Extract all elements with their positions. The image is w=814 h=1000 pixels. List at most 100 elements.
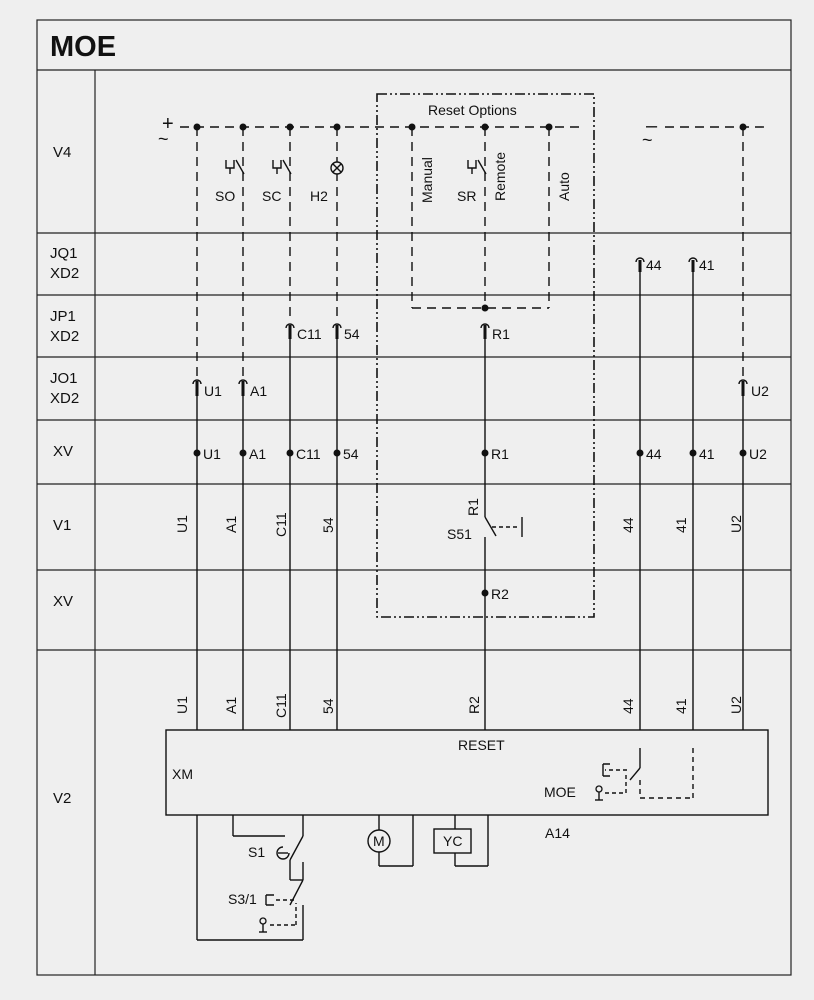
wire-label-v2-54: 54: [320, 698, 336, 714]
junction-dot: [408, 123, 416, 131]
wire-label-v2-41: 41: [673, 698, 689, 714]
internal-contact-icon: [602, 748, 694, 799]
terminal-jq1-44: 44: [646, 257, 662, 273]
terminal-xv-r2: R2: [491, 586, 509, 602]
key-lock-icon: [595, 785, 603, 801]
reset-options-box: [376, 93, 595, 618]
module-xm-label: XM: [172, 766, 193, 782]
label-sc: SC: [262, 188, 281, 204]
diagram-title: MOE: [50, 31, 116, 63]
terminal-xv-u2: U2: [749, 446, 767, 462]
label-s51: S51: [447, 526, 472, 542]
switch-s51-icon: [484, 516, 523, 537]
terminal-dot: [193, 449, 201, 457]
terminal-xv-r1: R1: [491, 446, 509, 462]
label-sr: SR: [457, 188, 476, 204]
wire-label-v1-41: 41: [673, 517, 689, 533]
label-s51-r1: R1: [465, 498, 481, 516]
terminal-xv-44: 44: [646, 446, 662, 462]
s3-1-switch-icon: [265, 894, 297, 926]
terminal-jo1-a1: A1: [250, 383, 267, 399]
terminal-jp1-54: 54: [344, 326, 360, 342]
junction-dot: [239, 123, 247, 131]
terminal-jq1-41: 41: [699, 257, 715, 273]
connector-jo1-a1-icon: [238, 379, 248, 396]
row-label-v2: V2: [53, 790, 71, 807]
wire-label-v1-44: 44: [620, 517, 636, 533]
junction-dot: [333, 123, 341, 131]
label-auto: Auto: [556, 172, 572, 201]
terminal-jp1-c11: C11: [297, 326, 322, 342]
terminal-dot: [739, 449, 747, 457]
wire-label-v1-u2: U2: [728, 515, 744, 533]
terminal-dot: [333, 449, 341, 457]
module-reset-label: RESET: [458, 737, 505, 753]
terminal-xv-41: 41: [699, 446, 715, 462]
connector-jq1-41-icon: [688, 257, 698, 272]
row-label-xv: XV: [53, 443, 73, 460]
module-moe-label: MOE: [544, 784, 576, 800]
connector-jq1-44-icon: [635, 257, 645, 272]
label-motor: M: [373, 833, 385, 849]
junction-dot: [481, 304, 489, 312]
terminal-dot: [481, 589, 489, 597]
label-remote: Remote: [492, 152, 508, 201]
wire-label-v2-44: 44: [620, 698, 636, 714]
supply-plus: +: [162, 113, 174, 135]
supply-tilde-right: ~: [642, 130, 653, 150]
terminal-xv-54: 54: [343, 446, 359, 462]
wire-label-v2-r2: R2: [466, 696, 482, 714]
lower-wire: [289, 835, 304, 861]
connector-jo1-u2-icon: [738, 379, 748, 396]
terminal-xv-a1: A1: [249, 446, 266, 462]
moe-module-box: [165, 729, 769, 816]
label-manual: Manual: [419, 157, 435, 203]
diagram-frame: [36, 19, 792, 976]
label-yc: YC: [443, 833, 462, 849]
terminal-jo1-u1: U1: [204, 383, 222, 399]
terminal-dot: [636, 449, 644, 457]
wire-label-v1-54: 54: [320, 517, 336, 533]
s1-rotary-icon: [276, 846, 290, 860]
lower-wire: [289, 879, 304, 906]
label-a14: A14: [545, 825, 570, 841]
junction-dot: [545, 123, 553, 131]
terminal-dot: [689, 449, 697, 457]
lamp-h2-icon: [330, 161, 344, 175]
junction-dot: [481, 123, 489, 131]
connector-jo1-u1-icon: [192, 379, 202, 396]
supply-minus: –: [646, 115, 658, 137]
terminal-xv-c11: C11: [296, 446, 321, 462]
label-s1: S1: [248, 844, 265, 860]
wire-label-v1-c11: C11: [273, 512, 289, 537]
terminal-jo1-u2: U2: [751, 383, 769, 399]
row-label-xv2: XV: [53, 593, 73, 610]
motor-icon: [367, 829, 391, 853]
s3-1-key-icon: [259, 917, 267, 933]
label-s3-1: S3/1: [228, 891, 257, 907]
wire-label-v1-u1: U1: [174, 515, 190, 533]
terminal-dot: [481, 449, 489, 457]
junction-dot: [286, 123, 294, 131]
wire-label-v2-u2: U2: [728, 696, 744, 714]
terminal-xv-u1: U1: [203, 446, 221, 462]
reset-options-title: Reset Options: [428, 102, 517, 118]
wire-label-v2-c11: C11: [273, 693, 289, 718]
row-label-v4: V4: [53, 144, 71, 161]
pushbutton-sc-icon: [272, 159, 292, 175]
wire-label-v1-a1: A1: [223, 516, 239, 533]
pushbutton-so-icon: [225, 159, 245, 175]
connector-jp1-c11-icon: [285, 323, 295, 339]
pushbutton-sr-icon: [467, 159, 487, 175]
supply-tilde-left: ~: [158, 129, 169, 149]
label-so: SO: [215, 188, 235, 204]
yc-coil-icon: [433, 828, 472, 854]
row-label-v1: V1: [53, 517, 71, 534]
label-h2: H2: [310, 188, 328, 204]
connector-jp1-54-icon: [332, 323, 342, 339]
wire-label-v2-a1: A1: [223, 697, 239, 714]
